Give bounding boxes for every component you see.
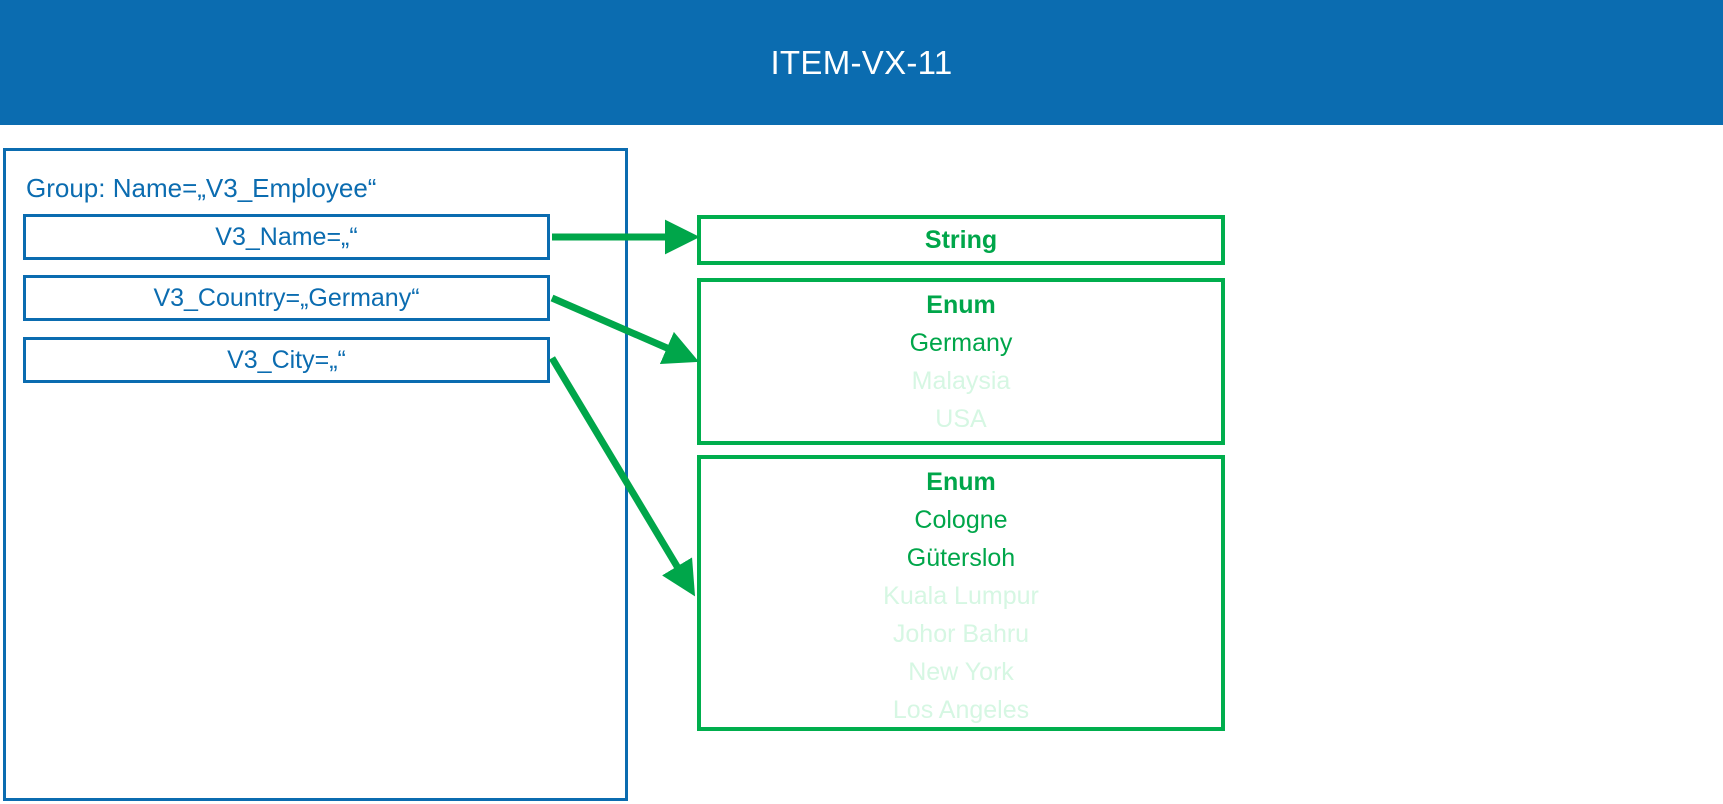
type-box-enum-country[interactable]: Enum Germany Malaysia USA [697, 278, 1225, 445]
type-box-string[interactable]: String [697, 215, 1225, 265]
type-title: Enum [926, 291, 996, 319]
attribute-box-name[interactable]: V3_Name=„“ [23, 214, 550, 260]
enum-value[interactable]: Kuala Lumpur [883, 582, 1039, 610]
enum-value[interactable]: Gütersloh [906, 544, 1016, 572]
attribute-box-country[interactable]: V3_Country=„Germany“ [23, 275, 550, 321]
page-title: ITEM-VX-11 [770, 43, 953, 81]
group-label: Group: Name=„V3_Employee“ [26, 173, 377, 203]
enum-value[interactable]: USA [935, 405, 987, 433]
enum-value[interactable]: Los Angeles [892, 696, 1030, 724]
enum-value[interactable]: Cologne [914, 506, 1008, 534]
attribute-label: V3_Name=„“ [215, 222, 358, 251]
attribute-label: V3_City=„“ [227, 345, 346, 374]
enum-value[interactable]: Germany [909, 329, 1013, 357]
type-title: Enum [926, 468, 996, 496]
enum-value[interactable]: Johor Bahru [892, 620, 1030, 648]
type-title: String [924, 226, 998, 254]
header-banner: ITEM-VX-11 [0, 0, 1723, 125]
attribute-box-city[interactable]: V3_City=„“ [23, 337, 550, 383]
enum-value[interactable]: New York [908, 658, 1014, 686]
enum-value[interactable]: Malaysia [911, 367, 1011, 395]
type-box-enum-city[interactable]: Enum Cologne Gütersloh Kuala Lumpur Joho… [697, 455, 1225, 731]
attribute-label: V3_Country=„Germany“ [153, 283, 420, 312]
